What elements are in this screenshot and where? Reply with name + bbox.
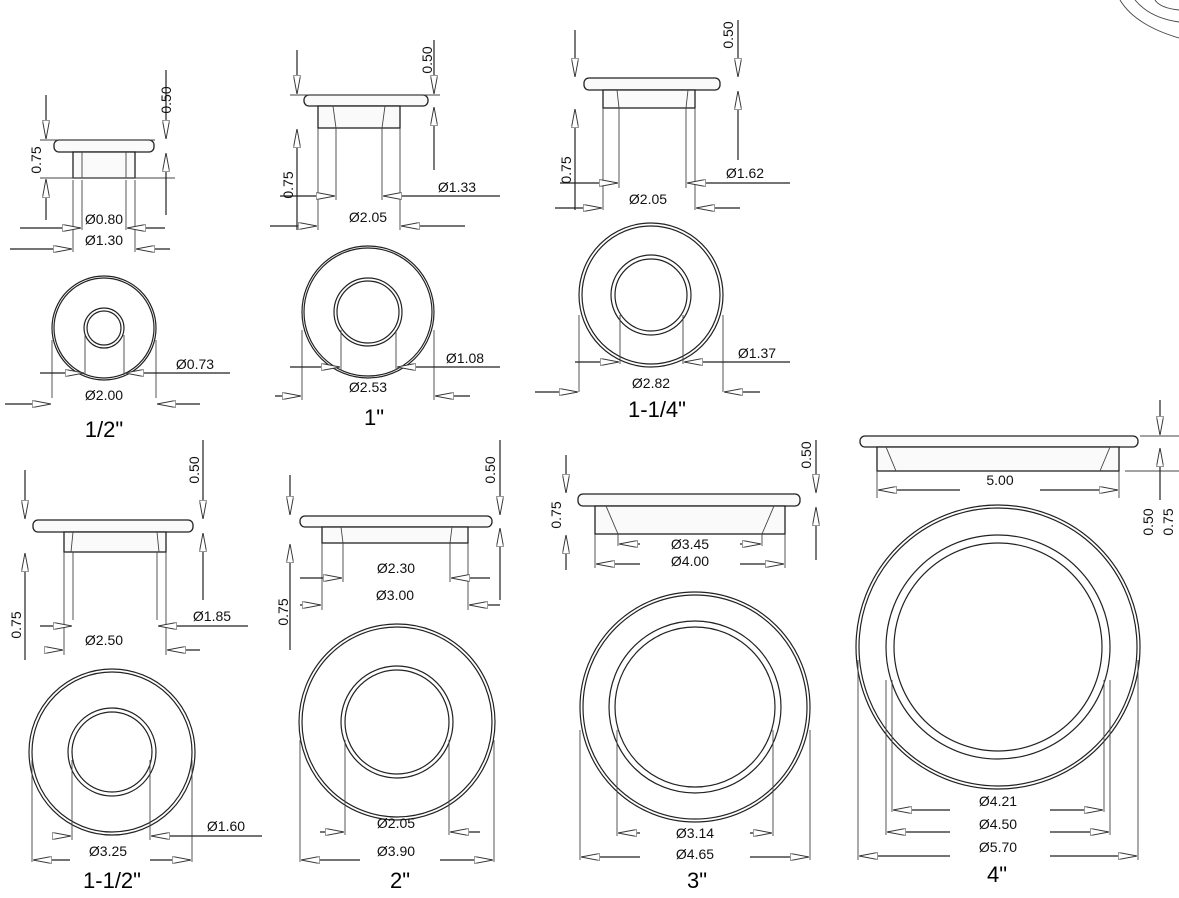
dim-value: 0.75 bbox=[8, 611, 24, 638]
dim-value: Ø0.73 bbox=[176, 356, 214, 372]
dim-value: 0.75 bbox=[275, 598, 291, 625]
plan-view bbox=[855, 504, 1141, 860]
dim-label: 0.75 bbox=[280, 171, 296, 198]
dim-label: 0.75 bbox=[275, 598, 291, 625]
dim-value: Ø2.05 bbox=[349, 209, 387, 225]
dim-value: 0.75 bbox=[1160, 508, 1176, 535]
dim-label: 0.50 bbox=[158, 86, 174, 113]
dim-label: 0.75 bbox=[558, 156, 574, 183]
part-two-inch: 0.50 0.75 Ø2.30 Ø3.00 Ø2.05 Ø3.90 2" bbox=[275, 440, 500, 893]
side-view bbox=[555, 20, 790, 210]
dim-value: Ø1.08 bbox=[446, 350, 484, 366]
dim-label: 0.50 bbox=[1140, 508, 1156, 535]
part-one-and-quarter-inch: 0.50 0.75 Ø1.62 Ø2.05 Ø1.37 Ø2.82 1-1/4" bbox=[535, 20, 790, 422]
part-caption: 3" bbox=[687, 868, 707, 893]
dim-value: Ø0.80 bbox=[85, 211, 123, 227]
dim-label: 0.50 bbox=[186, 456, 202, 483]
part-caption: 1/2" bbox=[85, 417, 123, 442]
part-three-inch: 0.50 0.75 Ø3.45 Ø4.00 Ø3.14 Ø4.65 3" bbox=[548, 440, 816, 893]
dim-value: Ø4.65 bbox=[676, 846, 714, 862]
part-caption: 4" bbox=[987, 862, 1007, 887]
part-caption: 1" bbox=[364, 405, 384, 430]
dim-value: Ø1.60 bbox=[207, 818, 245, 834]
side-view bbox=[25, 440, 248, 660]
dim-value: Ø4.21 bbox=[979, 793, 1017, 809]
dim-value: Ø4.00 bbox=[671, 553, 709, 569]
plan-view bbox=[579, 591, 811, 860]
plan-view bbox=[28, 668, 262, 862]
dim-value: Ø1.85 bbox=[193, 608, 231, 624]
dim-value: Ø1.62 bbox=[726, 165, 764, 181]
corner-decoration bbox=[1119, 0, 1179, 39]
side-view bbox=[290, 440, 500, 650]
dim-value: Ø3.90 bbox=[377, 843, 415, 859]
plan-view bbox=[5, 275, 230, 404]
dim-value: 0.75 bbox=[558, 156, 574, 183]
dim-value: 0.50 bbox=[158, 86, 174, 113]
dim-value: Ø2.00 bbox=[85, 387, 123, 403]
dim-value: 0.75 bbox=[28, 146, 44, 173]
dim-label: 0.50 bbox=[482, 456, 498, 483]
dim-label: 0.75 bbox=[1160, 508, 1176, 535]
dim-value: Ø1.37 bbox=[738, 345, 776, 361]
dim-value: 0.50 bbox=[720, 21, 736, 48]
part-caption: 1-1/4" bbox=[628, 397, 686, 422]
dim-value: Ø3.25 bbox=[89, 843, 127, 859]
dim-value: Ø2.05 bbox=[377, 815, 415, 831]
dim-value: 0.75 bbox=[280, 171, 296, 198]
part-caption: 2" bbox=[390, 868, 410, 893]
dim-value: Ø2.30 bbox=[377, 560, 415, 576]
dim-value: 0.50 bbox=[186, 456, 202, 483]
dim-value: Ø2.82 bbox=[632, 375, 670, 391]
side-view bbox=[10, 70, 175, 252]
part-four-inch: 0.50 0.75 5.00 Ø4.21 Ø4.50 Ø5.70 4" bbox=[855, 400, 1179, 887]
dim-value: Ø2.05 bbox=[629, 191, 667, 207]
part-one-and-half-inch: 0.50 0.75 Ø1.85 Ø2.50 Ø1.60 Ø3.25 1-1/2" bbox=[8, 440, 262, 893]
plan-view bbox=[535, 222, 790, 392]
dim-label: 0.75 bbox=[8, 611, 24, 638]
part-caption: 1-1/2" bbox=[83, 868, 141, 893]
dim-value: 0.50 bbox=[482, 456, 498, 483]
dim-value: Ø3.00 bbox=[376, 587, 414, 603]
dim-label: 0.75 bbox=[28, 146, 44, 173]
dim-value: Ø3.45 bbox=[671, 536, 709, 552]
dim-value: 0.50 bbox=[419, 46, 435, 73]
dim-label: 0.75 bbox=[548, 501, 564, 528]
dim-label: 0.50 bbox=[419, 46, 435, 73]
part-half-inch: 0.50 0.75 Ø0.80 Ø1.30 Ø0.73 Ø2.00 1/2" bbox=[5, 70, 230, 442]
dim-value: 0.75 bbox=[548, 501, 564, 528]
dim-value: Ø5.70 bbox=[979, 839, 1017, 855]
dim-label: 0.50 bbox=[798, 441, 814, 468]
dim-value: Ø1.30 bbox=[85, 232, 123, 248]
dim-value: Ø3.14 bbox=[676, 825, 714, 841]
dim-value: Ø2.50 bbox=[85, 632, 123, 648]
plan-view bbox=[298, 623, 496, 862]
dim-value: 0.50 bbox=[798, 441, 814, 468]
dim-value: Ø4.50 bbox=[979, 816, 1017, 832]
dim-value: Ø1.33 bbox=[438, 179, 476, 195]
dim-value: 5.00 bbox=[986, 472, 1013, 488]
dim-value: Ø2.53 bbox=[349, 379, 387, 395]
dim-label: 0.50 bbox=[720, 21, 736, 48]
side-view bbox=[270, 40, 500, 230]
plan-view bbox=[275, 245, 500, 400]
part-one-inch: 0.50 0.75 Ø1.33 Ø2.05 Ø1.08 Ø2.53 1" bbox=[270, 40, 500, 430]
side-view bbox=[566, 440, 816, 570]
side-view bbox=[859, 400, 1179, 500]
dim-value: 0.50 bbox=[1140, 508, 1156, 535]
